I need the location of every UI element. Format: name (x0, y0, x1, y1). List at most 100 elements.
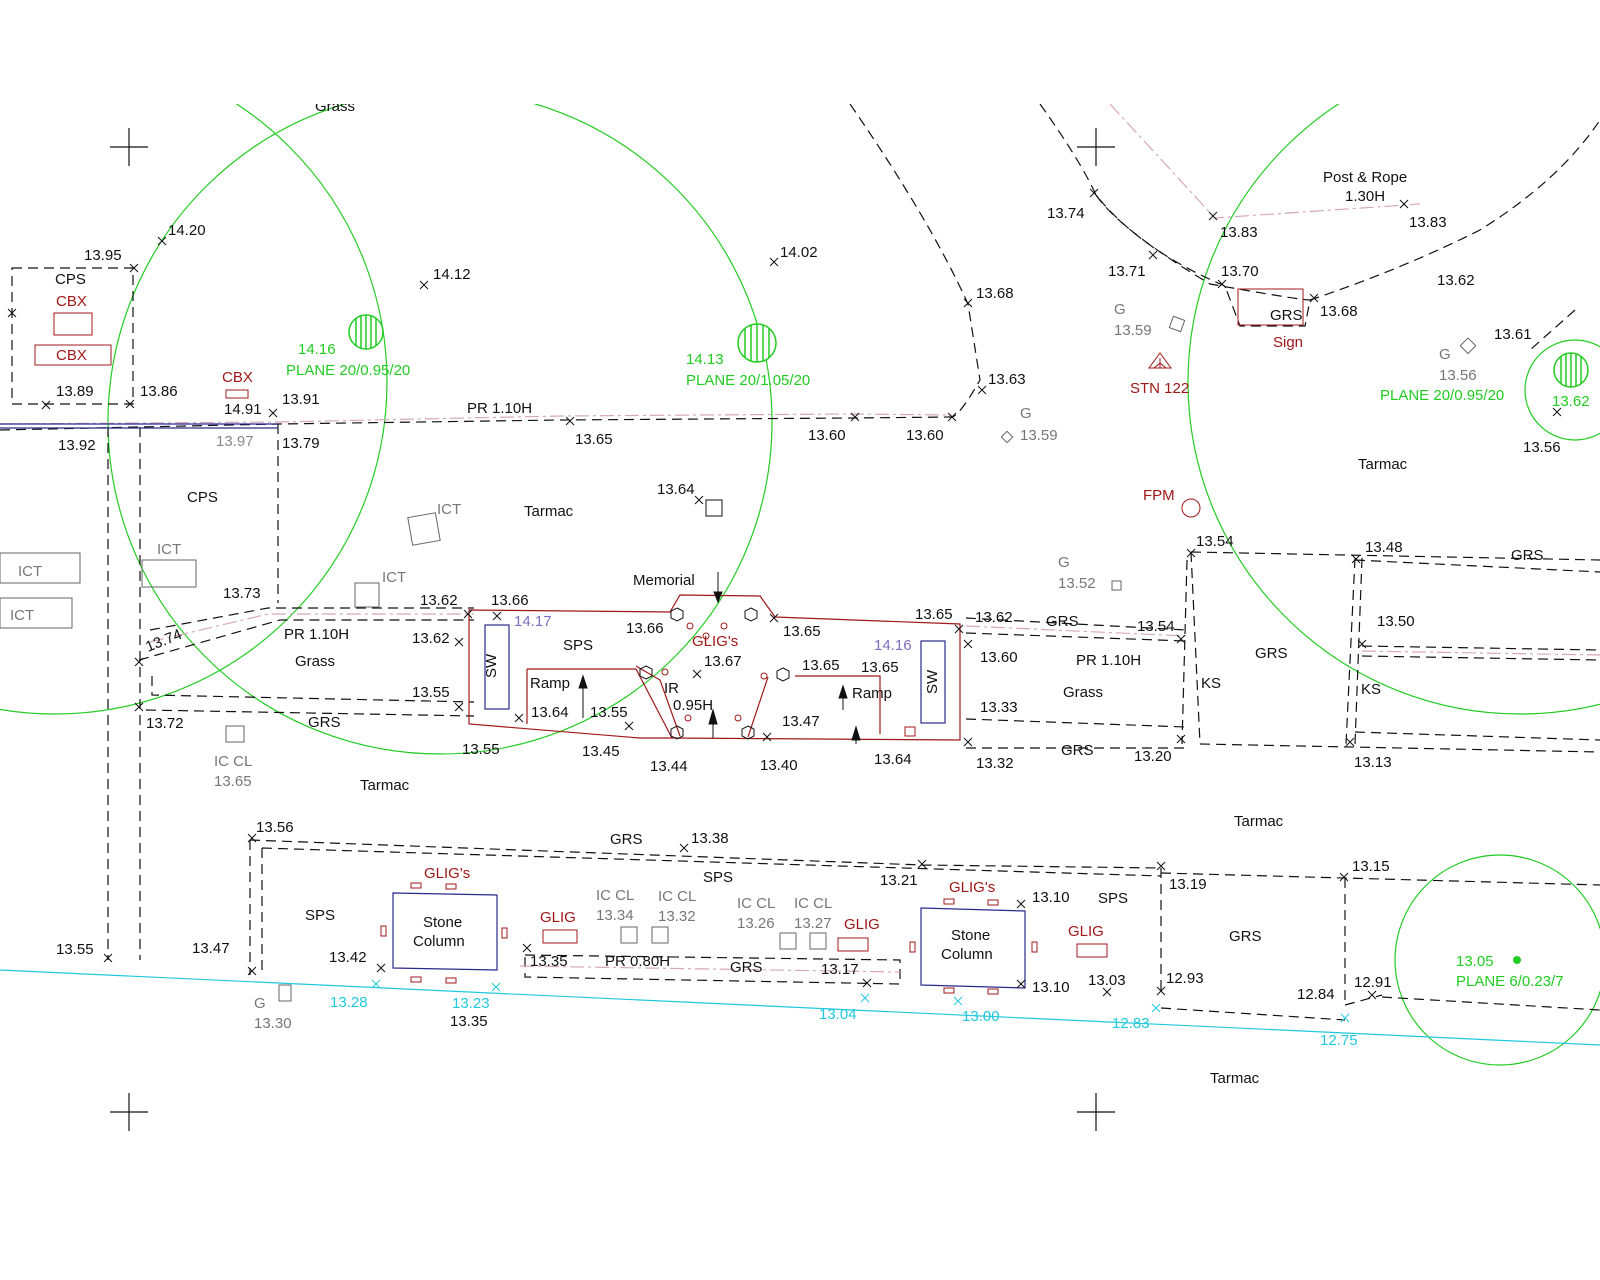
label-feature: FPM (1143, 487, 1175, 504)
ic-cover-icon (779, 932, 797, 950)
label-feature: Stone (951, 927, 990, 944)
label-level: 13.66 (491, 592, 529, 609)
label-area: CPS (55, 271, 86, 288)
label-level: 13.92 (58, 437, 96, 454)
label-level: 13.83 (1409, 214, 1447, 231)
label-level: 13.79 (282, 435, 320, 452)
label-level: 13.55 (412, 684, 450, 701)
tree-trunk-icon (348, 314, 384, 350)
label-area: SPS (563, 637, 593, 654)
label-feature: IC CL (737, 895, 775, 912)
label-level: 13.32 (976, 755, 1014, 772)
ic-cover-icon (0, 552, 81, 584)
label-level: 14.16 (874, 637, 912, 654)
tree-canopy-5 (1394, 854, 1600, 1066)
slope-arrows (578, 572, 861, 744)
label-level: 13.17 (821, 961, 859, 978)
label-feature: GLIG's (949, 879, 995, 896)
label-level: 13.35 (450, 1013, 488, 1030)
label-level: 13.59 (1114, 322, 1152, 339)
label-level: 13.54 (1196, 533, 1234, 550)
label-level: 13.73 (223, 585, 261, 602)
label-level: 14.12 (433, 266, 471, 283)
label-feature: CBX (56, 347, 87, 364)
label-area: GRS (1229, 928, 1262, 945)
label-level: 13.89 (56, 383, 94, 400)
label-tree: PLANE 6/0.23/7 (1456, 973, 1564, 990)
label-level: 14.91 (224, 401, 262, 418)
label-feature: GLIG's (424, 865, 470, 882)
label-station: STN 122 (1130, 380, 1189, 397)
label-level: 13.33 (980, 699, 1018, 716)
label-area: Tarmac (360, 777, 410, 794)
label-area: GRS (1061, 742, 1094, 759)
label-feature: PR 1.10H (467, 400, 532, 417)
label-feature: Ramp (530, 675, 570, 692)
label-feature: G (254, 995, 266, 1012)
label-level: 13.62 (975, 609, 1013, 626)
label-tree: PLANE 20/1.05/20 (686, 372, 810, 389)
label-tree: 14.13 (686, 351, 724, 368)
label-level: 13.83 (1220, 224, 1258, 241)
label-level: 13.32 (658, 908, 696, 925)
label-feature: G (1058, 554, 1070, 571)
label-feature: IC CL (794, 895, 832, 912)
label-level: 13.56 (1523, 439, 1561, 456)
gully-icon (1168, 315, 1186, 333)
gully-icon (1111, 580, 1122, 591)
label-feature: G (1114, 301, 1126, 318)
label-tree: PLANE 20/0.95/20 (286, 362, 410, 379)
ic-cover-icon (407, 512, 441, 546)
label-feature: GLIG (540, 909, 576, 926)
label-feature: IC CL (214, 753, 252, 770)
label-level: 14.20 (168, 222, 206, 239)
tree-canopy-3 (1187, 104, 1600, 715)
hexagon-icon (670, 725, 684, 740)
label-level: 13.04 (819, 1006, 857, 1023)
label-level: 13.56 (256, 819, 294, 836)
label-feature: CBX (56, 293, 87, 310)
hexagon-icon (741, 725, 755, 740)
label-area: CPS (187, 489, 218, 506)
label-level: 13.55 (590, 704, 628, 721)
label-level: 13.72 (146, 715, 184, 732)
label-area: SPS (1098, 890, 1128, 907)
label-level: 13.67 (704, 653, 742, 670)
ic-cover-icon (0, 597, 73, 629)
label-level: 13.10 (1032, 889, 1070, 906)
label-level: 13.21 (880, 872, 918, 889)
label-feature: SW (483, 653, 500, 678)
ic-cover-icon (809, 932, 827, 950)
label-level: 13.68 (1320, 303, 1358, 320)
label-level: 13.42 (329, 949, 367, 966)
label-level: 13.34 (596, 907, 634, 924)
label-feature: IR (664, 680, 679, 697)
label-feature: G (1020, 405, 1032, 422)
label-area: GRS (730, 959, 763, 976)
label-feature: CBX (222, 369, 253, 386)
label-feature: Column (941, 946, 993, 963)
label-level: 13.65 (802, 657, 840, 674)
label-level: 13.19 (1169, 876, 1207, 893)
label-level: 13.65 (783, 623, 821, 640)
label-feature: 0.95H (673, 697, 713, 714)
label-area: Grass (315, 98, 355, 115)
label-feature: IC CL (658, 888, 696, 905)
tree-trunks (348, 314, 1589, 964)
label-level: 13.50 (1377, 613, 1415, 630)
label-level: 13.55 (56, 941, 94, 958)
label-area: SPS (305, 907, 335, 924)
label-level: 13.74 (143, 626, 184, 656)
fpm-icon (1181, 498, 1201, 518)
label-feature: ICT (10, 607, 34, 624)
label-level: 13.86 (140, 383, 178, 400)
label-area: GRS (1255, 645, 1288, 662)
label-level: 13.60 (980, 649, 1018, 666)
label-level: 13.15 (1352, 858, 1390, 875)
survey-symbols (0, 288, 1477, 1002)
ic-cover-icon (141, 559, 197, 588)
label-tree: 13.05 (1456, 953, 1494, 970)
label-level: 14.02 (780, 244, 818, 261)
label-feature: 1.30H (1345, 188, 1385, 205)
